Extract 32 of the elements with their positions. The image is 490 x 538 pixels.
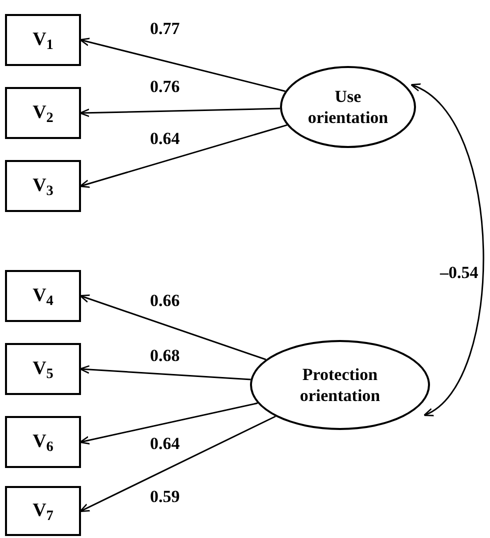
arrow bbox=[410, 84, 484, 416]
factor-label: Protection orientation bbox=[298, 364, 382, 406]
arrow bbox=[79, 124, 288, 188]
arrow bbox=[79, 402, 258, 444]
edge-label: 0.64 bbox=[150, 128, 180, 150]
variable-box bbox=[5, 343, 81, 395]
edge-label: 0.64 bbox=[150, 433, 180, 455]
variable-label: V$_{6}$ bbox=[32, 430, 54, 454]
factor-label: Use orientation bbox=[306, 86, 390, 128]
variable-label: V$_{5}$ bbox=[32, 357, 54, 381]
variable-box bbox=[5, 87, 81, 139]
arrow bbox=[79, 108, 280, 118]
variable-box bbox=[5, 416, 81, 468]
variable-box bbox=[5, 486, 81, 536]
arrow bbox=[80, 416, 276, 512]
variable-label: V$_{3}$ bbox=[32, 174, 54, 198]
edge-label: 0.66 bbox=[150, 290, 180, 312]
edge-label: 0.77 bbox=[150, 18, 180, 40]
variable-label: V$_{1}$ bbox=[32, 28, 54, 52]
variable-box bbox=[5, 160, 81, 212]
variable-label: V$_{2}$ bbox=[32, 101, 54, 125]
variable-box bbox=[5, 14, 81, 66]
variable-box bbox=[5, 270, 81, 322]
edge-label: 0.76 bbox=[150, 76, 180, 98]
variable-label: V$_{7}$ bbox=[32, 499, 54, 523]
arrow bbox=[79, 365, 251, 380]
arrow bbox=[79, 294, 266, 360]
variable-label: V$_{4}$ bbox=[32, 284, 54, 308]
edge-label: 0.59 bbox=[150, 486, 180, 508]
edge-label: –0.54 bbox=[440, 262, 478, 284]
arrow bbox=[79, 38, 286, 92]
edge-label: 0.68 bbox=[150, 345, 180, 367]
